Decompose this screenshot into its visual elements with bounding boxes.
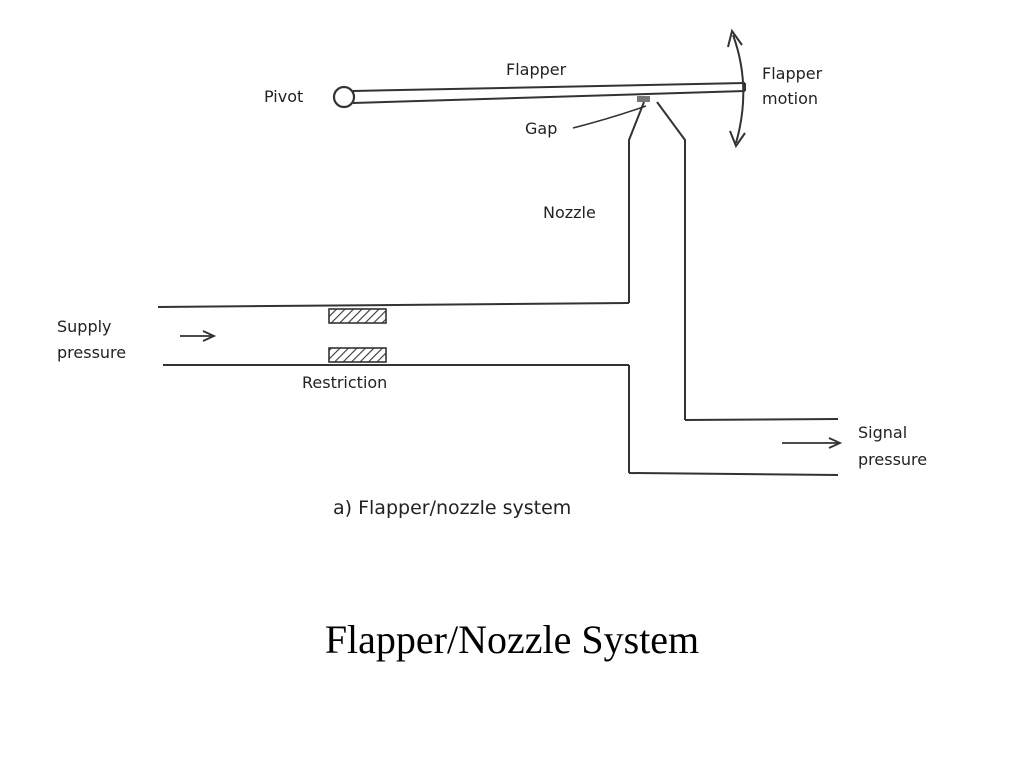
pivot-label: Pivot [264,87,303,106]
gap-pointer [572,105,647,129]
restriction-block-top [328,308,387,324]
flapper-arm [352,82,746,104]
restriction-label: Restriction [302,373,387,392]
supply-label-line2: pressure [57,343,126,362]
supply-arrow [180,330,217,342]
signal-label-line1: Signal [858,423,907,442]
signal-label-line2: pressure [858,450,927,469]
nozzle-label: Nozzle [543,203,596,222]
flapper-label: Flapper [506,60,567,79]
restriction-block-bottom [328,347,387,363]
nozzle [628,101,686,420]
gap-marker [637,96,650,102]
flapper-motion-label-line2: motion [762,89,818,108]
flapper-motion-label-line1: Flapper [762,64,823,83]
supply-label-line1: Supply [57,317,112,336]
piping [157,302,839,476]
gap-label: Gap [525,119,557,138]
signal-arrow [782,437,843,449]
pivot-circle [332,85,356,109]
flapper-motion-arrow [727,28,746,149]
slide-title: Flapper/Nozzle System [324,617,700,662]
diagram-caption: a) Flapper/nozzle system [333,497,571,519]
